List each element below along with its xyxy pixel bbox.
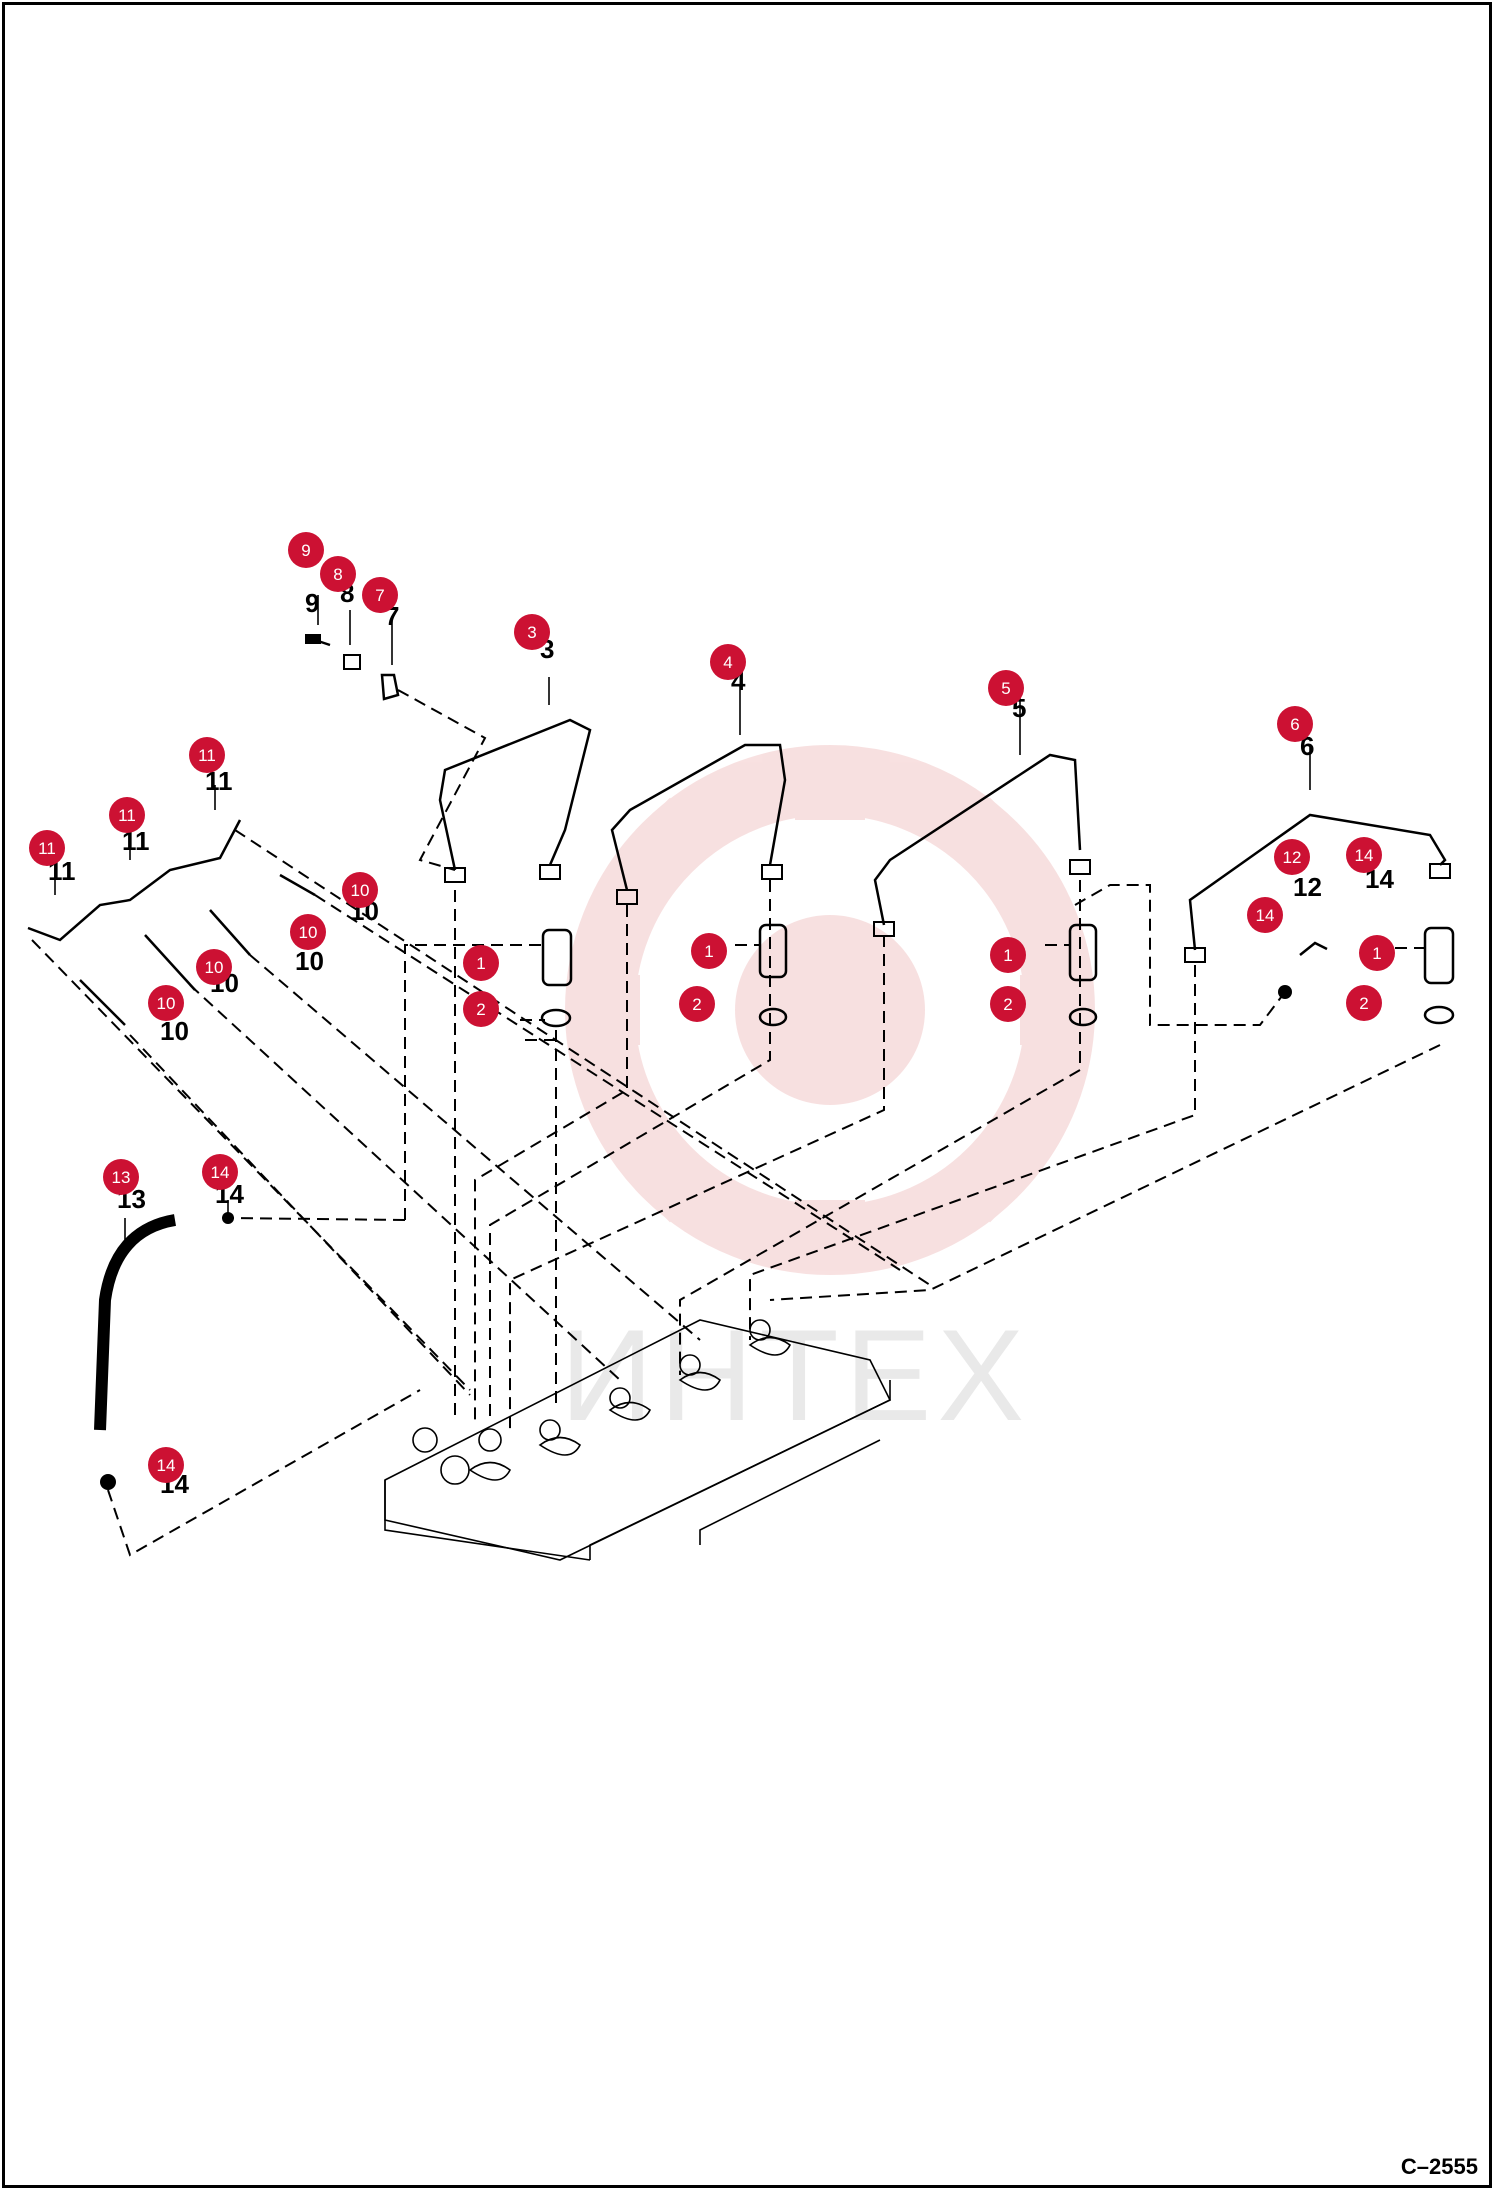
callout-badge-14: 14 (1247, 897, 1283, 933)
svg-text:14: 14 (211, 1163, 230, 1182)
reference-code: C–2555 (1400, 2154, 1478, 2179)
callout-badge-1: 1 (1359, 935, 1395, 971)
callout-badge-11: 11 (189, 737, 225, 773)
callout-badge-11: 11 (109, 797, 145, 833)
callout-badge-3: 3 (514, 614, 550, 650)
callout-badge-2: 2 (679, 986, 715, 1022)
callout-badge-5: 5 (988, 670, 1024, 706)
svg-text:10: 10 (157, 994, 176, 1013)
callout-badge-13: 13 (103, 1159, 139, 1195)
callout-badge-1: 1 (990, 937, 1026, 973)
svg-text:8: 8 (333, 565, 342, 584)
svg-text:2: 2 (692, 995, 701, 1014)
svg-text:1: 1 (1372, 944, 1381, 963)
svg-text:1: 1 (704, 942, 713, 961)
svg-text:12: 12 (1283, 848, 1302, 867)
watermark-text: ИНТЕХ (560, 1302, 1030, 1448)
svg-text:2: 2 (1359, 994, 1368, 1013)
plain-label: 10 (160, 1016, 189, 1046)
callout-badge-2: 2 (463, 991, 499, 1027)
injectors (540, 923, 1455, 1028)
svg-text:11: 11 (198, 746, 216, 765)
callout-badge-7: 7 (362, 577, 398, 613)
svg-text:7: 7 (375, 586, 384, 605)
callout-badges: 9 8 7 3 4 5 6 11 11 11 10 10 10 10 1 2 1… (29, 532, 1395, 1483)
svg-text:1: 1 (1003, 946, 1012, 965)
svg-text:2: 2 (476, 1000, 485, 1019)
svg-text:11: 11 (38, 839, 56, 858)
callout-badge-2: 2 (990, 986, 1026, 1022)
svg-text:10: 10 (205, 958, 224, 977)
callout-badge-14: 14 (202, 1154, 238, 1190)
svg-text:14: 14 (1355, 846, 1374, 865)
callout-badge-8: 8 (320, 556, 356, 592)
svg-text:9: 9 (301, 541, 310, 560)
plain-label: 9 (305, 588, 319, 618)
callout-badge-1: 1 (463, 945, 499, 981)
return-hose (94, 941, 1328, 1490)
svg-text:2: 2 (1003, 995, 1012, 1014)
svg-text:6: 6 (1290, 715, 1299, 734)
svg-text:3: 3 (527, 623, 536, 642)
leak-off-and-glow-plugs (27, 785, 316, 1026)
callout-badge-4: 4 (710, 644, 746, 680)
svg-text:10: 10 (299, 923, 318, 942)
callout-badge-1: 1 (691, 933, 727, 969)
svg-text:13: 13 (112, 1168, 131, 1187)
callout-badge-6: 6 (1277, 706, 1313, 742)
svg-text:5: 5 (1001, 679, 1010, 698)
svg-text:4: 4 (723, 653, 732, 672)
plain-label: 12 (1293, 872, 1322, 902)
svg-text:14: 14 (1256, 906, 1275, 925)
callout-badge-9: 9 (288, 532, 324, 568)
callout-badge-12: 12 (1274, 839, 1310, 875)
callout-badge-10: 10 (196, 949, 232, 985)
clamp-bolt-group (305, 595, 400, 701)
svg-text:10: 10 (351, 881, 370, 900)
injection-pipes (438, 677, 1451, 963)
svg-text:11: 11 (118, 806, 136, 825)
callout-badge-2: 2 (1346, 985, 1382, 1021)
leader-lines (31, 689, 1441, 1557)
callout-badge-14: 14 (148, 1447, 184, 1483)
watermark-logo (565, 745, 1095, 1275)
callout-badge-14: 14 (1346, 837, 1382, 873)
cylinder-head (384, 1319, 892, 1561)
callout-badge-10: 10 (290, 914, 326, 950)
svg-text:1: 1 (476, 954, 485, 973)
plain-label: 10 (295, 946, 324, 976)
callout-badge-10: 10 (342, 872, 378, 908)
callout-badge-10: 10 (148, 985, 184, 1021)
callout-badge-11: 11 (29, 830, 65, 866)
svg-text:14: 14 (157, 1456, 176, 1475)
